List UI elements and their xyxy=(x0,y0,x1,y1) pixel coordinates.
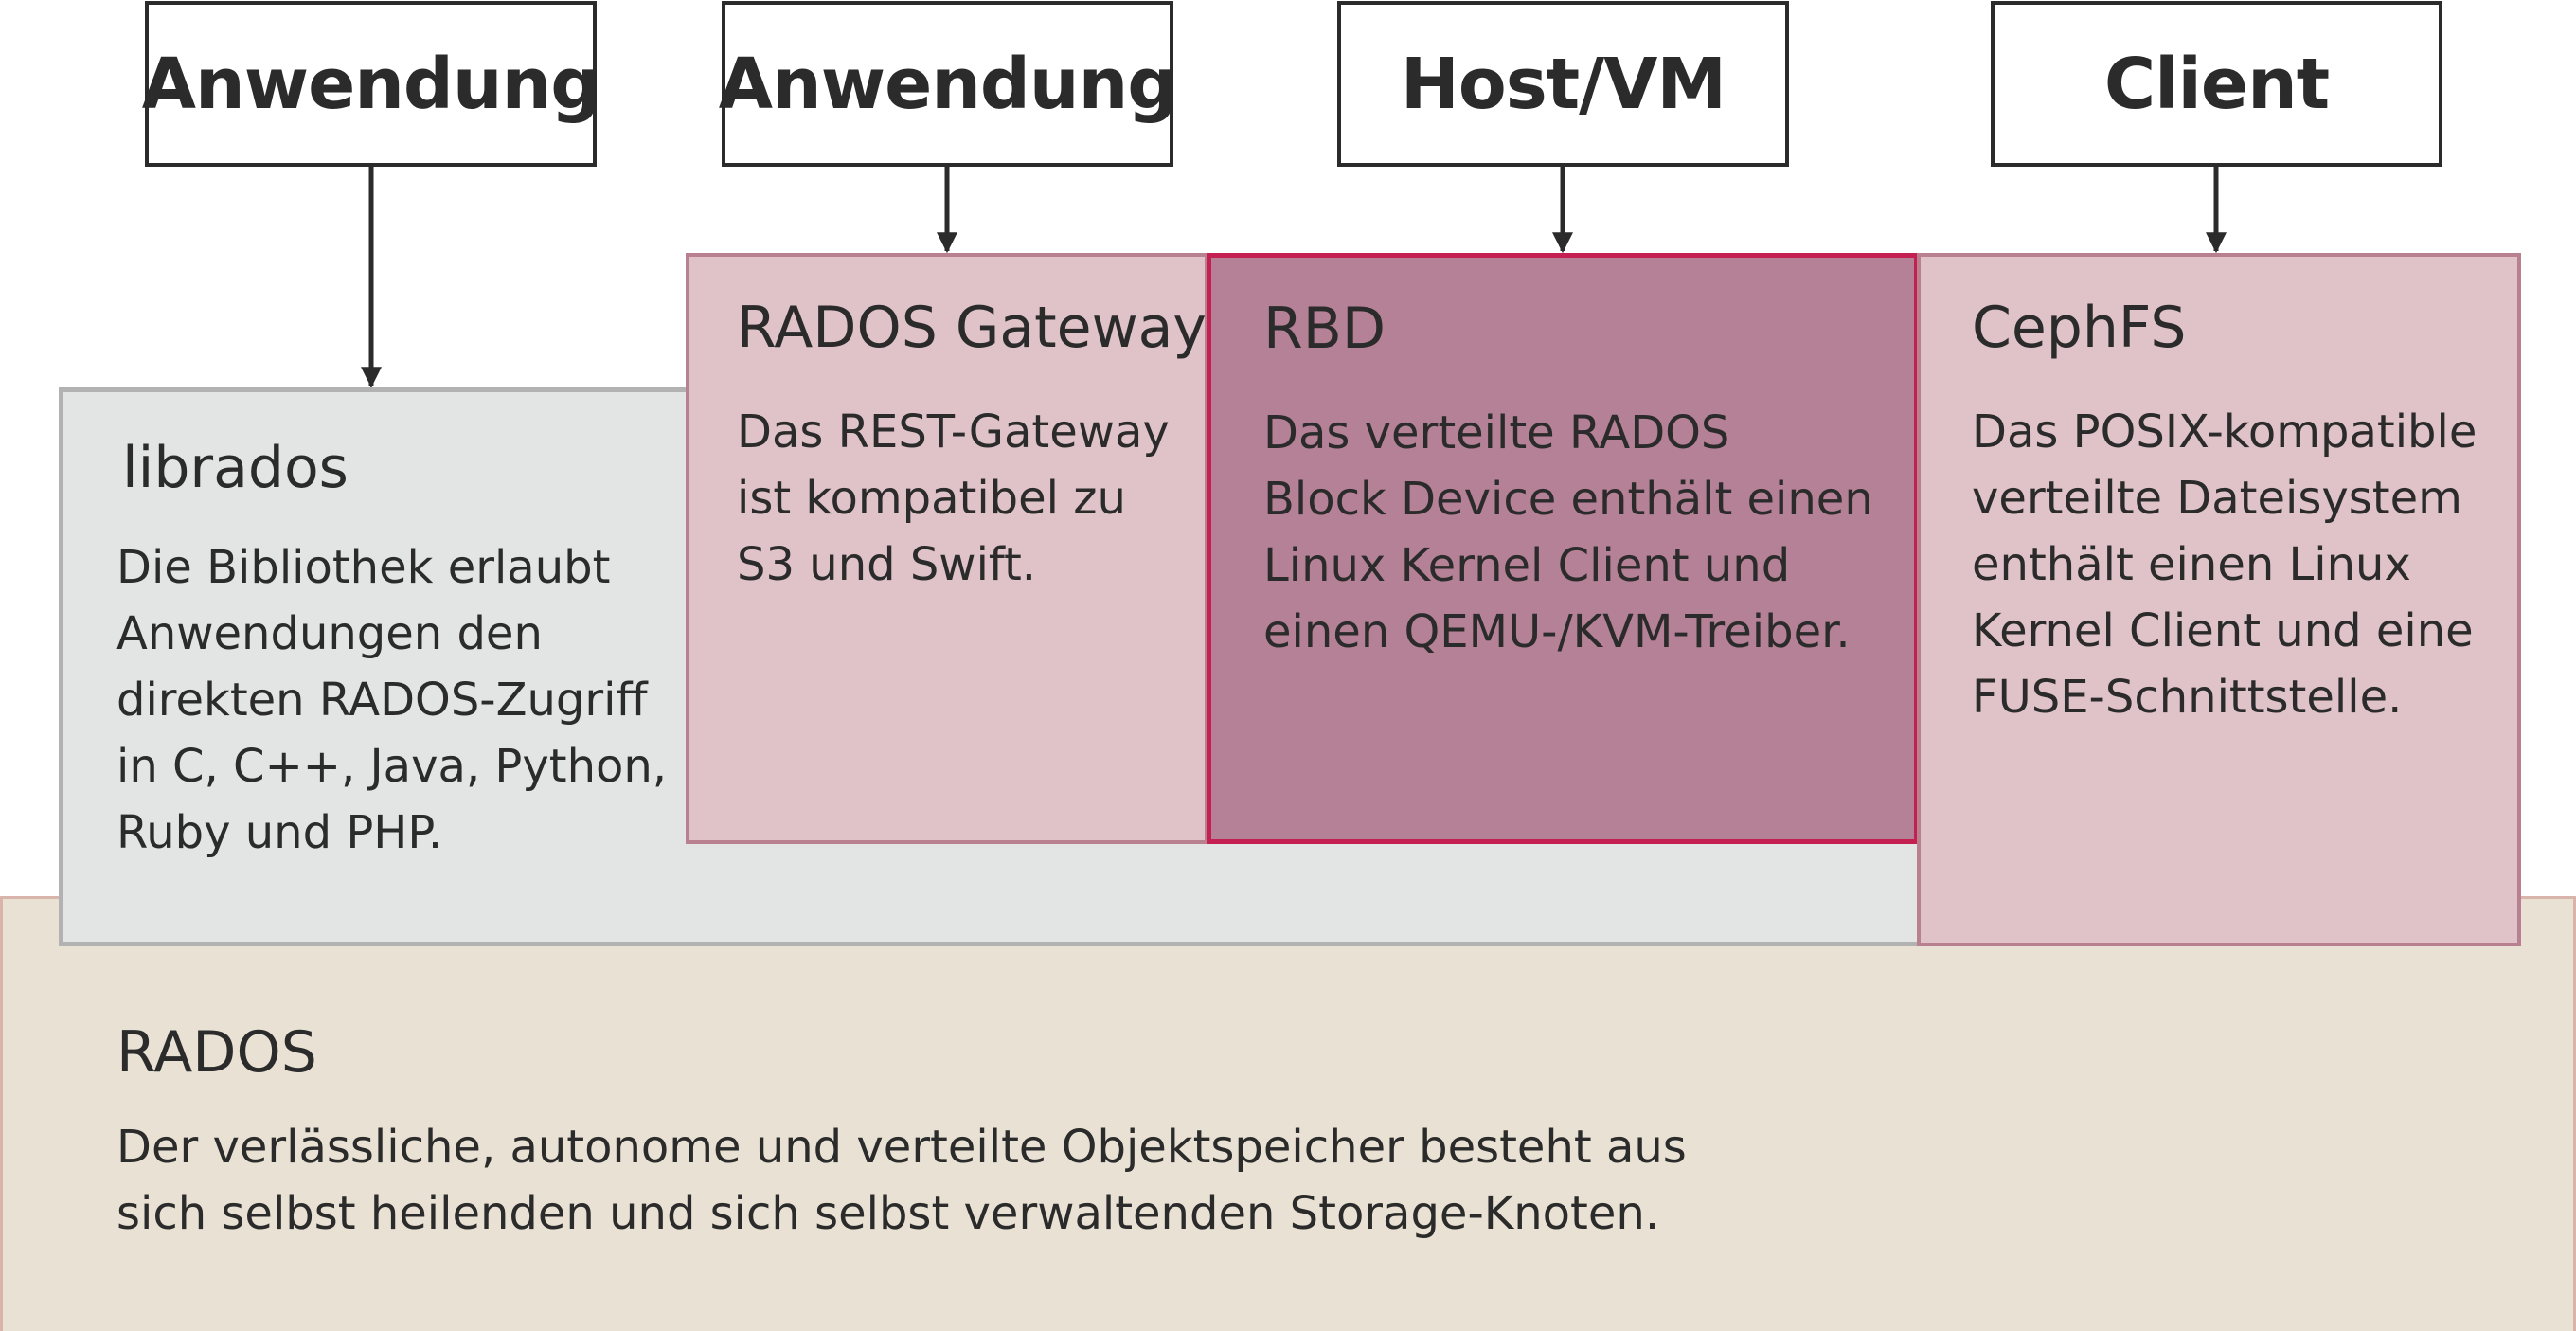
client-box-client: Client xyxy=(1991,1,2442,167)
cephfs-layer: CephFS Das POSIX-kompatible verteilte Da… xyxy=(1917,253,2521,946)
rados-description: Der verlässliche, autonome und verteilte… xyxy=(116,1121,1687,1240)
client-box-application-1: Anwendung xyxy=(142,1,600,167)
rbd-layer: RBD Das verteilte RADOS Block Device ent… xyxy=(1207,253,1919,844)
librados-description: Die Bibliothek erlaubt Anwendungen den d… xyxy=(116,541,668,859)
rados-layer: RADOS Der verlässliche, autonome und ver… xyxy=(0,896,2576,1331)
rados-gateway-title: RADOS Gateway xyxy=(737,295,1207,361)
rbd-description: Das verteilte RADOS Block Device enthält… xyxy=(1263,406,1873,658)
cephfs-title: CephFS xyxy=(1972,295,2187,361)
rbd-title: RBD xyxy=(1263,296,1386,362)
client-box-host-vm: Host/VM xyxy=(1337,1,1789,167)
client-box-application-2: Anwendung xyxy=(719,1,1177,167)
rados-gateway-description: Das REST-Gateway ist kompatibel zu S3 un… xyxy=(737,405,1170,591)
cephfs-description: Das POSIX-kompatible verteilte Dateisyst… xyxy=(1972,405,2478,724)
librados-title: librados xyxy=(122,435,349,501)
rados-title: RADOS xyxy=(116,1019,317,1086)
